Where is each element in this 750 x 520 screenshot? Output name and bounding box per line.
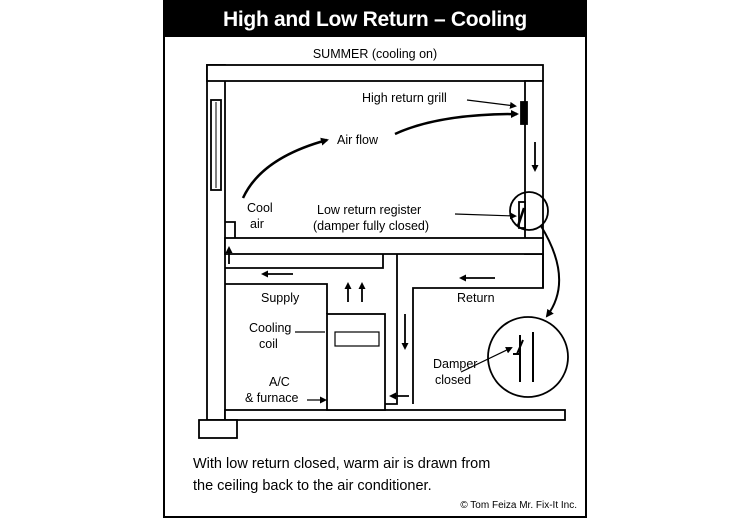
basement-floor	[224, 409, 566, 421]
leader-high-return	[466, 99, 517, 109]
label-air: air	[250, 217, 264, 231]
title-bar: High and Low Return – Cooling	[165, 2, 585, 37]
ceiling-wall	[206, 64, 544, 82]
label-cooling: Cooling	[249, 321, 291, 335]
label-high-return-grill: High return grill	[362, 91, 447, 105]
ac-panel	[334, 331, 380, 347]
ac-unit	[326, 313, 386, 411]
label-coil: coil	[259, 337, 278, 351]
hvac-diagram: SUMMER (cooling on) High return grill Ai…	[198, 47, 569, 439]
label-cool: Cool	[247, 201, 273, 215]
leader-low-return	[454, 212, 517, 220]
label-damper: Damper	[433, 357, 477, 371]
detail-connector-arrow	[540, 225, 561, 318]
label-return: Return	[457, 291, 495, 305]
label-damper-fully-closed: (damper fully closed)	[313, 219, 429, 233]
season-label: SUMMER (cooling on)	[313, 47, 437, 61]
airflow-arrow-2	[394, 110, 519, 136]
leader-damper	[460, 347, 513, 373]
supply-duct	[225, 254, 384, 314]
title: High and Low Return – Cooling	[223, 8, 527, 31]
damper-detail-circle	[487, 316, 569, 398]
register-highlight-circle	[509, 191, 549, 231]
supply-register	[225, 221, 236, 238]
illustration-frame: SUMMER (cooling on) High return grill Ai…	[163, 0, 587, 518]
label-air-flow: Air flow	[337, 133, 379, 147]
label-low-return-register: Low return register	[317, 203, 421, 217]
airflow-arrow-1	[241, 137, 329, 199]
label-ac: A/C	[269, 375, 290, 389]
caption-line-2: the ceiling back to the air conditioner.	[193, 478, 432, 494]
footing	[198, 419, 238, 439]
upper-floor	[224, 237, 544, 255]
caption-line-1: With low return closed, warm air is draw…	[193, 456, 491, 472]
copyright: © Tom Feiza Mr. Fix-It Inc.	[460, 500, 577, 511]
high-return-grill	[520, 101, 528, 125]
label-closed: closed	[435, 373, 471, 387]
label-supply: Supply	[261, 291, 300, 305]
label-furnace: & furnace	[245, 391, 299, 405]
